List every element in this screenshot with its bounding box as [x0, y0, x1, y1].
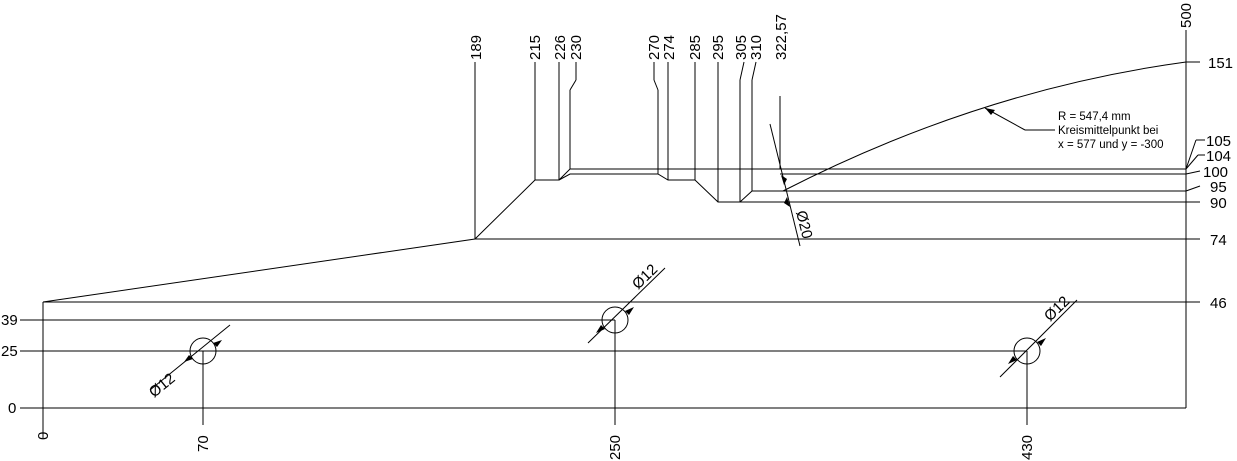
- x-label-500: 500: [1178, 3, 1195, 28]
- x-label-295: 295: [710, 35, 727, 60]
- hole-centre-lines: [202, 320, 1028, 425]
- top-extension-lines: [474, 61, 781, 239]
- y-label-90: 90: [1210, 195, 1227, 212]
- profile-outline: [42, 168, 780, 303]
- hole-250: [587, 267, 666, 344]
- hole-70-label: Ø12: [146, 370, 179, 401]
- y-label-74: 74: [1210, 232, 1227, 249]
- hole-430-label: Ø12: [1041, 293, 1073, 325]
- radius-leader: [769, 123, 801, 247]
- arc-note: R = 547,4 mm Kreismittelpunkt bei x = 57…: [1058, 111, 1164, 151]
- x-label-189: 189: [468, 35, 485, 60]
- note-line-2: Kreismittelpunkt bei: [1058, 125, 1158, 137]
- note-line-3: x = 577 und y = -300: [1058, 139, 1164, 151]
- hole-250-label: Ø12: [629, 261, 661, 293]
- hole-430: [999, 299, 1078, 378]
- right-extension-lines: [43, 61, 1205, 303]
- y-label-25: 25: [1, 343, 18, 360]
- y-label-104: 104: [1206, 148, 1231, 165]
- radius-label: Ø20: [792, 209, 815, 241]
- x-label-310: 310: [748, 35, 765, 60]
- arc-r547: [782, 61, 1187, 192]
- y-label-105: 105: [1206, 133, 1231, 150]
- x-label-250: 250: [607, 435, 624, 460]
- hole-70: [149, 324, 231, 391]
- x-label-215: 215: [527, 35, 544, 60]
- left-extension-lines: [20, 319, 1027, 409]
- x-label-430: 430: [1019, 435, 1036, 460]
- x-label-230: 230: [568, 35, 585, 60]
- x-label-285: 285: [687, 35, 704, 60]
- note-line-1: R = 547,4 mm: [1058, 111, 1131, 123]
- x-label-0: 0: [35, 432, 52, 440]
- x-label-270: 270: [646, 35, 663, 60]
- y-label-46: 46: [1210, 295, 1227, 312]
- y-label-0: 0: [8, 400, 16, 417]
- x-label-322-57: 322,57: [773, 14, 790, 60]
- y-label-95: 95: [1210, 179, 1227, 196]
- profile-step-middle: [558, 173, 780, 203]
- y-label-39: 39: [1, 312, 18, 329]
- x-label-305: 305: [733, 35, 750, 60]
- x-label-226: 226: [552, 35, 569, 60]
- y-label-100: 100: [1203, 164, 1228, 181]
- x-label-70: 70: [195, 435, 212, 452]
- arc-note-leader: [984, 107, 1055, 131]
- x-label-274: 274: [661, 35, 678, 60]
- y-label-151: 151: [1208, 55, 1233, 72]
